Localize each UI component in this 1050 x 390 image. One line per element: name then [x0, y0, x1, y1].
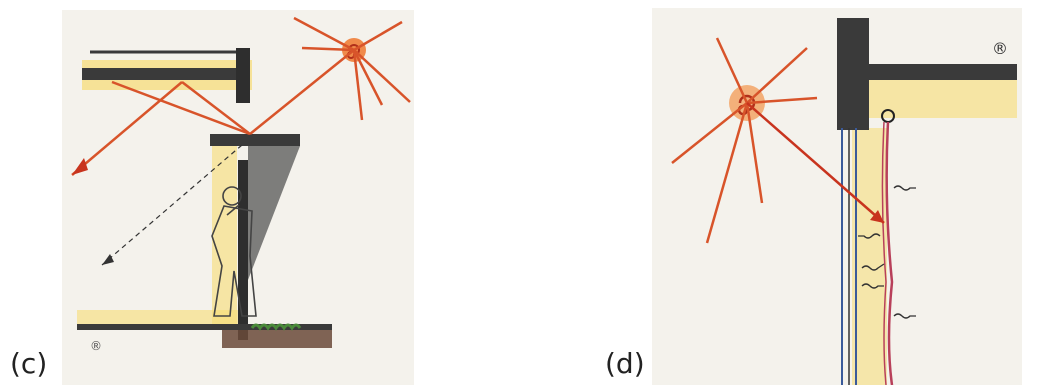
panel-c-drawing: ®	[62, 10, 414, 385]
caption-c: (c)	[10, 350, 47, 378]
roof-slab	[82, 68, 244, 80]
wall-light-wash	[852, 128, 887, 385]
roof-slab	[867, 64, 1017, 80]
wall-block	[837, 18, 869, 130]
panel-d-mark: ®	[992, 39, 1008, 58]
ground-soil	[222, 330, 332, 348]
caption-d: (d)	[605, 350, 645, 378]
light-shelf	[210, 134, 300, 146]
lower-wall	[238, 160, 248, 340]
panel-c-illustration: ®	[62, 10, 414, 385]
ceiling-light-wash	[867, 78, 1017, 118]
panel-d-illustration: ®	[652, 8, 1022, 385]
upper-wall	[236, 48, 250, 103]
panel-c-mark: ®	[90, 339, 102, 353]
panel-d-drawing: ®	[652, 8, 1022, 385]
